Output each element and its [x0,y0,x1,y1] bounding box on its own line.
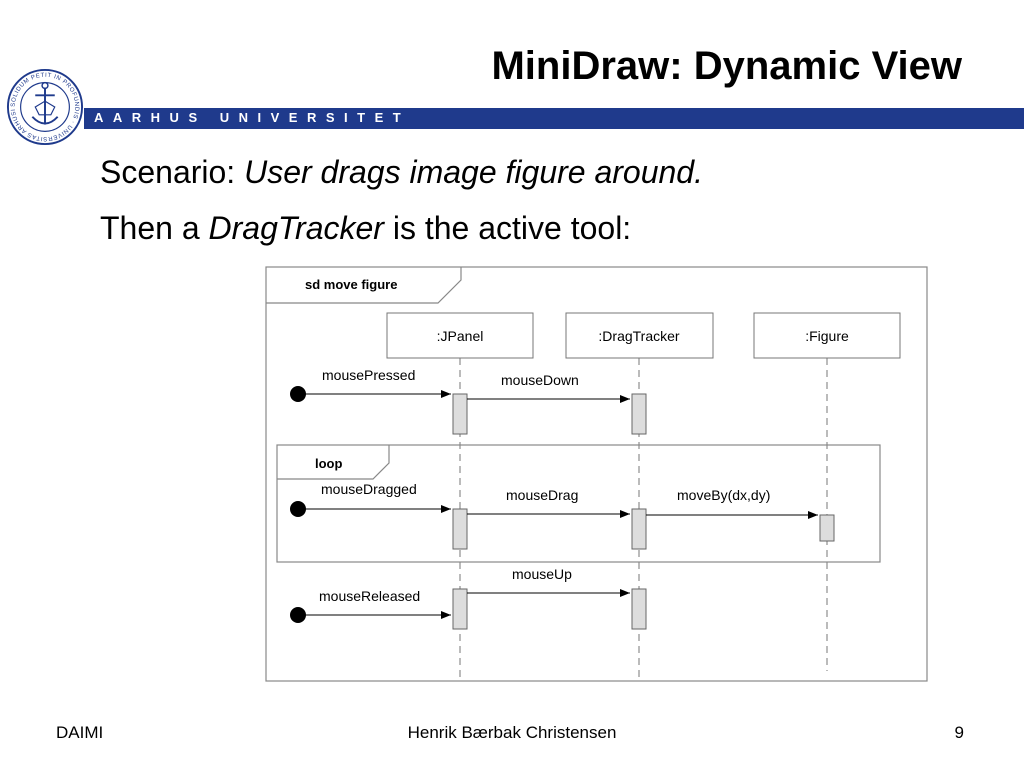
msg-mouse-drag: mouseDrag [506,487,578,503]
footer-left: DAIMI [56,723,104,742]
lifeline-figure-box [753,312,901,359]
aarhus-seal-logo: SOLIDUM PETIT IN PROFUNDIS · UNIVERSITAS… [6,68,84,146]
tool-suffix: is the active tool: [383,210,632,246]
loop-label-box [277,445,390,480]
msg-mouse-released: mouseReleased [319,588,420,604]
activation-dragtracker-2 [631,508,647,550]
msg-move-by: moveBy(dx,dy) [677,487,770,503]
active-tool-line: Then a DragTracker is the active tool: [100,210,631,247]
tool-prefix: Then a [100,210,209,246]
lifeline-jpanel-box [386,312,534,359]
page-number: 9 [954,723,964,742]
slide-title: MiniDraw: Dynamic View [491,44,962,88]
msg-mouse-pressed: mousePressed [322,367,415,383]
university-name: AARHUS UNIVERSITET [94,110,411,125]
msg-mouse-dragged: mouseDragged [321,481,417,497]
activation-dragtracker-3 [631,588,647,630]
scenario-italic: User drags image figure around. [244,154,703,190]
frame-label-box [266,267,462,304]
msg-mouse-up: mouseUp [512,566,572,582]
scenario-line: Scenario: User drags image figure around… [100,154,703,191]
sequence-diagram: sd move figure :JPanel :DragTracker :Fig… [265,266,928,682]
activation-dragtracker-1 [631,393,647,435]
footer-author: Henrik Bærbak Christensen [407,723,617,742]
activation-jpanel-3 [452,588,468,630]
activation-jpanel-2 [452,508,468,550]
tool-name: DragTracker [208,210,384,246]
activation-jpanel-1 [452,393,468,435]
activation-figure [819,514,835,542]
lifeline-figure-label: :Figure [805,328,849,344]
loop-fragment [276,444,881,563]
university-band: AARHUS UNIVERSITET [84,108,1024,129]
scenario-prefix: Scenario: [100,154,245,190]
lifeline-jpanel-label: :JPanel [437,328,484,344]
frame-label: sd move figure [305,277,397,292]
lifeline-dragtracker-label: :DragTracker [598,328,680,344]
loop-label: loop [315,456,342,471]
msg-mouse-down: mouseDown [501,372,579,388]
